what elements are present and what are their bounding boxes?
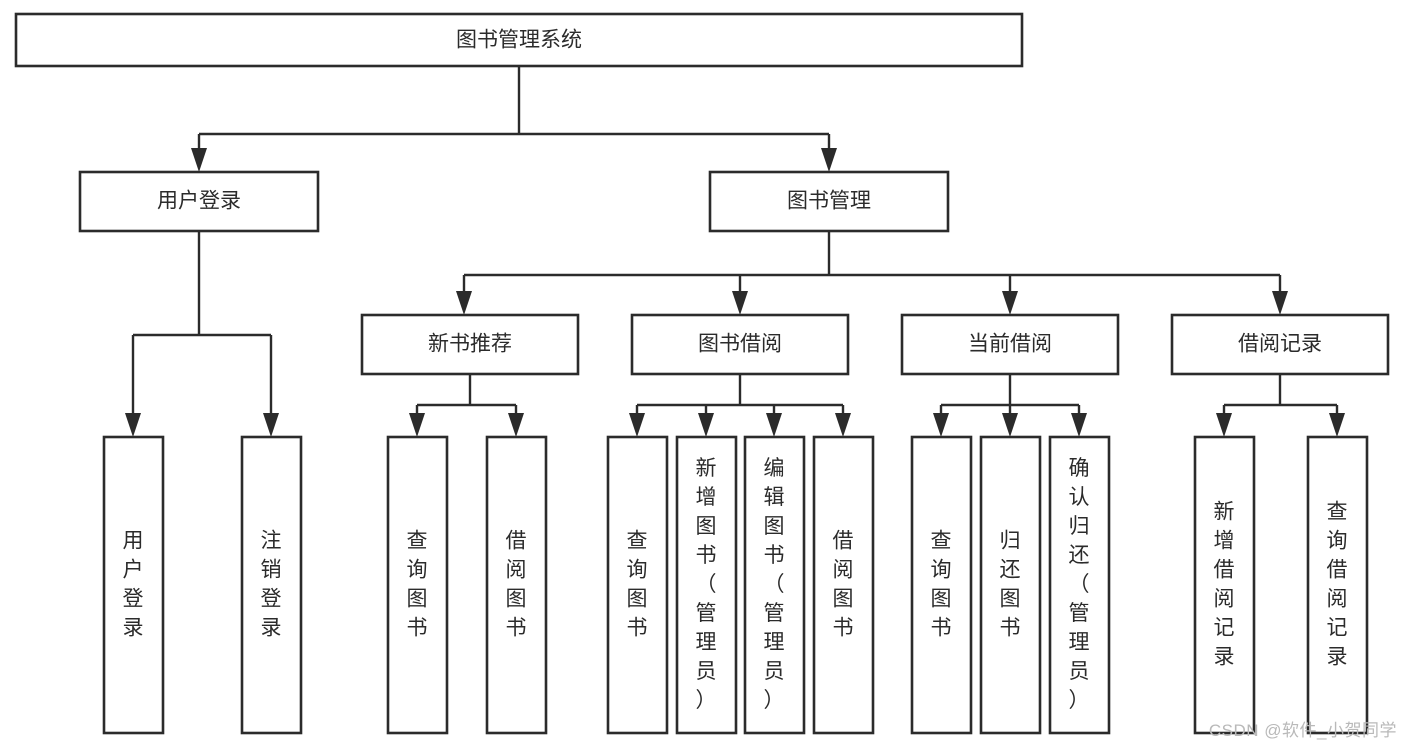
node-root-box[interactable] — [14, 12, 1024, 68]
node-leaf-query-book-3-box[interactable] — [910, 435, 973, 735]
node-user-login-label: 用户登录 — [157, 190, 241, 213]
arrow-borrow-to-leaf3 — [766, 413, 782, 437]
node-leaf-user-login-label: 用户登录 — [123, 529, 144, 639]
node-leaf-edit-book-admin-label: 编辑图书（管理员） — [764, 457, 785, 712]
csdn-watermark: CSDN @软件_小贺同学 — [1208, 721, 1397, 740]
node-leaf-add-borrow-record-label: 新增借阅记录 — [1214, 500, 1235, 668]
node-root-label: 图书管理系统 — [456, 29, 582, 52]
arrow-userlogin-to-leaf2 — [263, 413, 279, 437]
node-current-borrow[interactable]: 当前借阅 — [900, 313, 1120, 376]
node-leaf-user-login-box[interactable] — [102, 435, 165, 735]
node-leaf-query-book-2[interactable]: 查询图书 — [606, 435, 669, 735]
node-leaf-logout-login-label: 注销登录 — [261, 529, 282, 639]
node-leaf-return-book-box[interactable] — [979, 435, 1042, 735]
node-leaf-query-book-1-box[interactable] — [386, 435, 449, 735]
arrow-bookmanage-to-l3-4 — [1272, 291, 1288, 315]
node-user-login[interactable]: 用户登录 — [78, 170, 320, 233]
arrow-borrow-to-leaf1 — [629, 413, 645, 437]
node-leaf-query-book-3[interactable]: 查询图书 — [910, 435, 973, 735]
node-leaf-borrow-book-2[interactable]: 借阅图书 — [812, 435, 875, 735]
node-user-login-box[interactable] — [78, 170, 320, 233]
arrow-current-to-leaf3 — [1071, 413, 1087, 437]
edge-layer — [125, 66, 1345, 437]
node-leaf-query-book-3-label: 查询图书 — [931, 529, 952, 639]
node-leaf-add-book-admin-box[interactable] — [675, 435, 738, 735]
node-leaf-add-borrow-record-box[interactable] — [1193, 435, 1256, 735]
node-leaf-logout-login[interactable]: 注销登录 — [240, 435, 303, 735]
arrow-current-to-leaf2 — [1002, 413, 1018, 437]
node-book-borrow-box[interactable] — [630, 313, 850, 376]
node-leaf-return-book-label: 归还图书 — [1000, 529, 1021, 639]
node-borrow-record[interactable]: 借阅记录 — [1170, 313, 1390, 376]
arrow-current-to-leaf1 — [933, 413, 949, 437]
arrow-borrow-to-leaf2 — [698, 413, 714, 437]
node-new-book-recommend-box[interactable] — [360, 313, 580, 376]
node-leaf-query-book-2-label: 查询图书 — [627, 529, 648, 639]
arrow-borrow-to-leaf4 — [835, 413, 851, 437]
node-leaf-add-book-admin[interactable]: 新增图书（管理员） — [675, 435, 738, 735]
node-leaf-query-borrow-record-box[interactable] — [1306, 435, 1369, 735]
arrow-bookmanage-to-l3-1 — [456, 291, 472, 315]
arrow-bookmanage-to-l3-2 — [732, 291, 748, 315]
node-leaf-edit-book-admin[interactable]: 编辑图书（管理员） — [743, 435, 806, 735]
node-leaf-edit-book-admin-box[interactable] — [743, 435, 806, 735]
node-new-book-recommend-label: 新书推荐 — [428, 333, 512, 356]
arrow-bookmanage-to-l3-3 — [1002, 291, 1018, 315]
node-leaf-query-borrow-record-label: 查询借阅记录 — [1327, 500, 1348, 668]
node-leaf-query-borrow-record[interactable]: 查询借阅记录 — [1306, 435, 1369, 735]
node-leaf-confirm-return-admin-label: 确认归还（管理员） — [1069, 457, 1090, 712]
node-leaf-borrow-book-2-label: 借阅图书 — [833, 529, 854, 639]
node-leaf-user-login[interactable]: 用户登录 — [102, 435, 165, 735]
node-leaf-add-book-admin-label: 新增图书（管理员） — [696, 457, 717, 712]
node-book-borrow[interactable]: 图书借阅 — [630, 313, 850, 376]
node-leaf-confirm-return-admin[interactable]: 确认归还（管理员） — [1048, 435, 1111, 735]
node-current-borrow-label: 当前借阅 — [968, 333, 1052, 356]
node-borrow-record-label: 借阅记录 — [1238, 333, 1322, 356]
arrow-record-to-leaf1 — [1216, 413, 1232, 437]
node-borrow-record-box[interactable] — [1170, 313, 1390, 376]
node-new-book-recommend[interactable]: 新书推荐 — [360, 313, 580, 376]
arrow-root-to-book-manage — [821, 148, 837, 172]
node-book-manage-box[interactable] — [708, 170, 950, 233]
node-leaf-borrow-book-1[interactable]: 借阅图书 — [485, 435, 548, 735]
arrow-userlogin-to-leaf1 — [125, 413, 141, 437]
node-leaf-borrow-book-1-label: 借阅图书 — [506, 529, 527, 639]
arrow-root-to-user-login — [191, 148, 207, 172]
arrow-recommend-to-leaf2 — [508, 413, 524, 437]
node-book-borrow-label: 图书借阅 — [698, 333, 782, 356]
node-leaf-query-book-1-label: 查询图书 — [407, 529, 428, 639]
node-leaf-query-book-2-box[interactable] — [606, 435, 669, 735]
node-leaf-borrow-book-2-box[interactable] — [812, 435, 875, 735]
node-leaf-confirm-return-admin-box[interactable] — [1048, 435, 1111, 735]
node-book-manage[interactable]: 图书管理 — [708, 170, 950, 233]
arrow-record-to-leaf2 — [1329, 413, 1345, 437]
node-leaf-borrow-book-1-box[interactable] — [485, 435, 548, 735]
arrow-recommend-to-leaf1 — [409, 413, 425, 437]
node-current-borrow-box[interactable] — [900, 313, 1120, 376]
node-leaf-query-book-1[interactable]: 查询图书 — [386, 435, 449, 735]
node-book-manage-label: 图书管理 — [787, 190, 871, 213]
node-leaf-logout-login-box[interactable] — [240, 435, 303, 735]
node-leaf-return-book[interactable]: 归还图书 — [979, 435, 1042, 735]
node-leaf-add-borrow-record[interactable]: 新增借阅记录 — [1193, 435, 1256, 735]
node-root[interactable]: 图书管理系统 — [14, 12, 1024, 68]
